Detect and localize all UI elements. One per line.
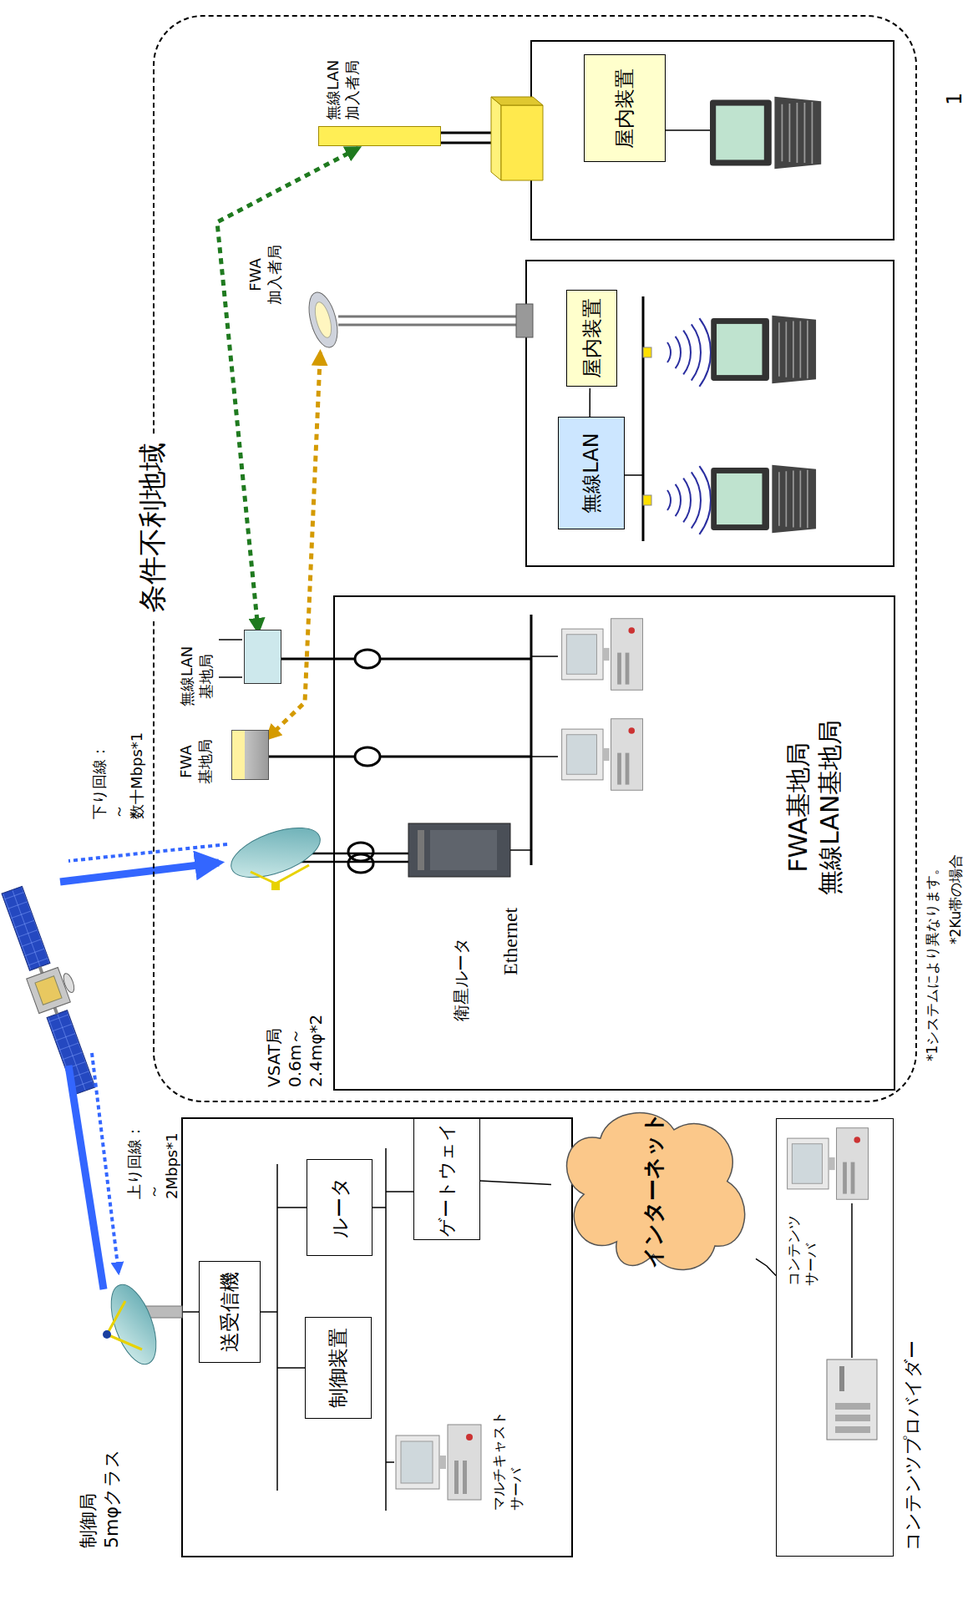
provider-box: コンテンツプロバイダー <box>775 1118 894 1557</box>
node-label: 屋内装置 <box>612 68 638 149</box>
region-boundary: 条件不利地域FWA 基地局無線LAN 基地局FWA基地局 無線LAN基地局FWA… <box>152 15 918 1103</box>
node-label: 無線LAN 加入者局 <box>324 60 362 121</box>
link-label: 上り回線： ～2Mbps*1 <box>125 1124 183 1200</box>
indoor-unit: 屋内装置 <box>583 54 666 163</box>
node-label: 条件不利地域 <box>134 434 171 622</box>
connector <box>480 1180 552 1186</box>
page-number: 1 <box>942 92 968 106</box>
network-label: Ethernet <box>497 907 523 976</box>
node-label: 送受信機 <box>217 1271 243 1353</box>
node-label: FWA 基地局 <box>177 739 215 785</box>
indoor-unit: 屋内装置 <box>566 289 618 387</box>
device-box: 送受信機 <box>198 1261 261 1364</box>
device-box: 制御装置 <box>304 1317 372 1419</box>
node-label: 制御装置 <box>325 1327 351 1409</box>
base-station-box: FWA基地局 無線LAN基地局 <box>333 595 896 1091</box>
node-label: ルータ <box>327 1176 353 1239</box>
node-label: 無線LAN <box>578 432 604 513</box>
footnote: *2Ku帯の場合 <box>947 854 965 945</box>
node-label: 無線LAN 基地局 <box>177 646 216 707</box>
connector <box>217 147 360 632</box>
footnote: *1システムにより異なります。 <box>923 861 942 1062</box>
link-label: 下り回線： ～数十Mbps*1 <box>90 732 147 820</box>
node-label: ゲートウェイ <box>435 1122 459 1237</box>
node-label: 屋内装置 <box>579 298 605 379</box>
device-box: ルータ <box>306 1159 373 1257</box>
wlan-base-unit: 無線LAN 基地局 <box>243 629 282 685</box>
server-label: マルチキャスト サーバ <box>490 1411 527 1511</box>
node-label: FWA基地局 無線LAN基地局 <box>782 719 846 896</box>
node-label: コンテンツプロバイダー <box>901 1340 925 1551</box>
station-label: 制御局 5mφクラス <box>76 1449 123 1549</box>
router-label: 衛星ルータ <box>451 937 472 1022</box>
node-label: FWA 加入者局 <box>246 244 284 305</box>
station-label: VSAT局 0.6m～2.4mφ*2 <box>263 1014 327 1088</box>
wlan-subscriber-antenna: 無線LAN 加入者局 <box>318 126 441 147</box>
fwa-subscriber-dish: FWA 加入者局 <box>302 288 345 351</box>
connector <box>588 388 591 419</box>
node-label: インターネット <box>639 1111 668 1269</box>
connector <box>755 1258 776 1276</box>
fwa-base-unit: FWA 基地局 <box>231 729 269 781</box>
internet-cloud: インターネット <box>551 1104 756 1277</box>
server-label: コンテンツ サーバ <box>785 1215 821 1287</box>
device-box: ゲートウェイ <box>413 1118 481 1241</box>
wlan-box: 無線LAN <box>557 416 625 530</box>
